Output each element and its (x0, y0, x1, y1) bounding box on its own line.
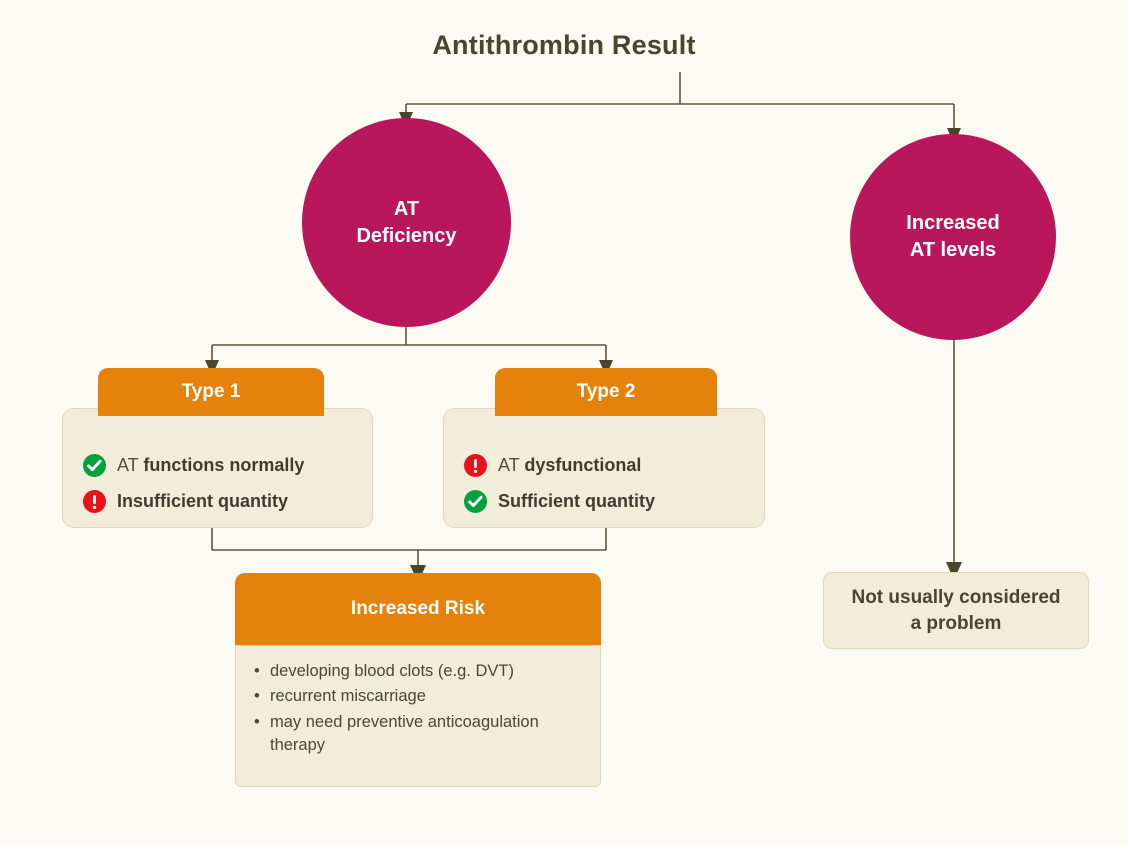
type1-header-label: Type 1 (181, 381, 241, 402)
card-type1-header[interactable]: Type 1 (98, 368, 324, 416)
at-deficiency-line2: Deficiency (356, 224, 457, 247)
type2-header-label: Type 2 (576, 381, 636, 402)
risk-bullet-list: • developing blood clots (e.g. DVT) • re… (236, 646, 600, 760)
type2-fact-list: AT dysfunctional Sufficient quantity (444, 447, 764, 519)
not-a-problem-label: Not usually considered a problem (851, 585, 1060, 636)
exclamation-circle-icon (83, 489, 106, 513)
type1-fact-row: AT functions normally (83, 447, 352, 483)
check-circle-icon (83, 453, 106, 477)
type1-fact-text: AT functions normally (117, 455, 304, 476)
risk-bullet-text: developing blood clots (e.g. DVT) (270, 662, 514, 680)
node-at-deficiency[interactable]: AT Deficiency (302, 118, 511, 327)
card-type1-body: AT functions normally Insufficient quant… (62, 408, 373, 528)
exclamation-circle-icon (464, 453, 487, 477)
increased-at-line1: Increased (906, 212, 1000, 234)
type1-fact-list: AT functions normally Insufficient quant… (63, 447, 372, 519)
node-increased-at-label: Increased AT levels (906, 210, 999, 264)
type2-fact-bold: Sufficient quantity (498, 490, 655, 511)
page-title: Antithrombin Result (432, 30, 696, 60)
bullet-marker-icon: • (254, 687, 260, 706)
list-item: • may need preventive anticoagulation th… (254, 711, 582, 758)
type1-fact-row: Insufficient quantity (83, 483, 352, 519)
not-a-problem-line1: Not usually considered (851, 586, 1061, 608)
type2-fact-row: Sufficient quantity (464, 483, 744, 519)
node-increased-at-levels[interactable]: Increased AT levels (850, 134, 1056, 340)
type2-fact-text: Sufficient quantity (498, 491, 655, 512)
not-a-problem-line2: a problem (910, 612, 1002, 634)
at-deficiency-line1: AT (393, 197, 420, 220)
card-type2-header[interactable]: Type 2 (495, 368, 717, 416)
bullet-marker-icon: • (254, 662, 260, 680)
type2-fact-bold: dysfunctional (524, 454, 642, 475)
card-type2-body: AT dysfunctional Sufficient quantity (443, 408, 765, 528)
risk-bullet-text: may need preventive anticoagulation ther… (270, 712, 539, 755)
type1-fact-bold: Insufficient quantity (117, 490, 288, 511)
increased-at-line2: AT levels (909, 239, 997, 261)
type2-fact-text: AT dysfunctional (498, 455, 641, 476)
type2-fact-row: AT dysfunctional (464, 447, 744, 483)
risk-bullet-text: recurrent miscarriage (270, 687, 426, 706)
list-item: • recurrent miscarriage (254, 685, 582, 708)
node-at-deficiency-label: AT Deficiency (356, 196, 456, 250)
list-item: • developing blood clots (e.g. DVT) (254, 660, 582, 683)
risk-header-label: Increased Risk (350, 598, 486, 619)
type2-fact-lead: AT (498, 454, 525, 475)
type1-fact-bold: functions normally (143, 454, 305, 475)
type1-fact-lead: AT (117, 454, 144, 475)
check-circle-icon (464, 489, 487, 513)
type1-fact-text: Insufficient quantity (117, 491, 288, 512)
card-increased-risk-header[interactable]: Increased Risk (235, 573, 601, 645)
card-not-a-problem: Not usually considered a problem (823, 572, 1089, 649)
card-increased-risk-body: • developing blood clots (e.g. DVT) • re… (235, 645, 601, 787)
bullet-marker-icon: • (254, 712, 260, 731)
